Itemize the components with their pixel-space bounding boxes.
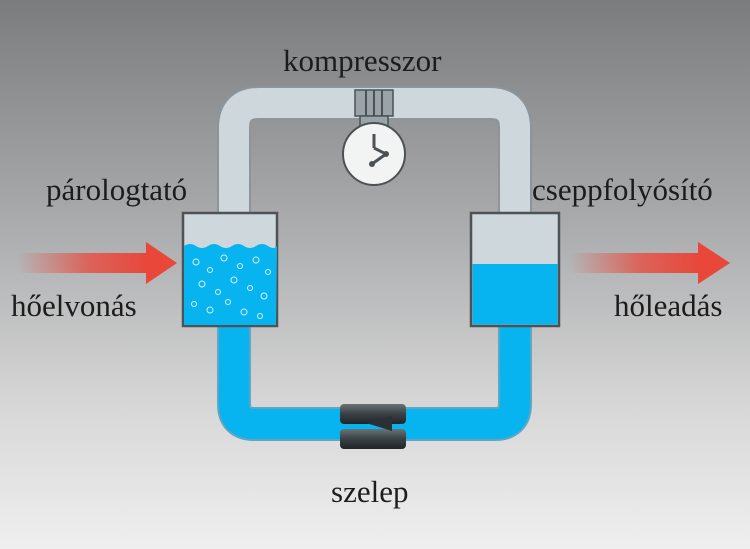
valve-label: szelep (331, 474, 409, 509)
heat-in-label: hőelvonás (11, 288, 137, 323)
condenser-label: cseppfolyósító (532, 172, 713, 207)
evaporator-label: párologtató (46, 172, 188, 207)
bubbles (191, 254, 271, 319)
expansion-valve (340, 404, 406, 449)
evaporator-tank (181, 211, 279, 328)
heat-out-arrow (570, 242, 730, 284)
heat-out-label: hőleadás (614, 288, 723, 323)
compressor (342, 89, 406, 186)
heat-in-arrow (18, 242, 177, 284)
condenser-tank (469, 211, 561, 328)
compressor-label: kompresszor (283, 43, 442, 78)
